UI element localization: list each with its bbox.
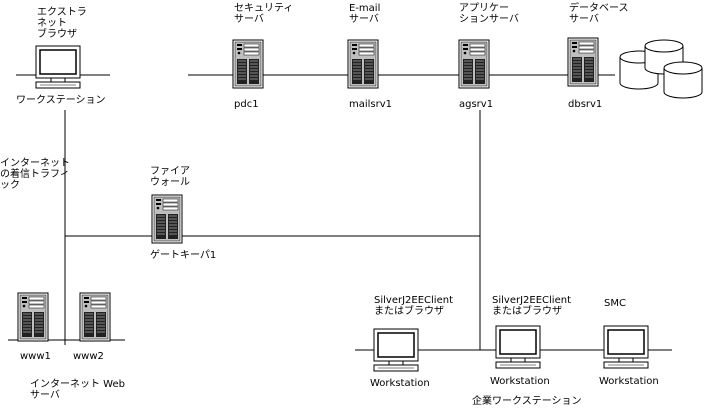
client1-label: Workstation bbox=[370, 378, 430, 389]
firewall-label: ゲートキーパ1 bbox=[150, 249, 216, 261]
mailsrv1-label: mailsrv1 bbox=[349, 99, 392, 110]
server-icon bbox=[79, 292, 111, 342]
mailsrv1-title: E-mail サーバ bbox=[349, 3, 384, 25]
smc-label: Workstation bbox=[599, 376, 659, 387]
enterprise-workstations-caption: 企業ワークステーション bbox=[472, 394, 582, 407]
dbsrv1-title: データベース サーバ bbox=[569, 1, 632, 25]
www1-label: www1 bbox=[20, 351, 51, 362]
database-icon bbox=[663, 61, 703, 99]
web-servers-caption: インターネット Web サーバ bbox=[30, 378, 128, 401]
inbound-traffic-note: インターネット の着信トラフィ ック bbox=[0, 157, 73, 191]
extranet-browser-title: エクストラ ネット ブラウザ bbox=[37, 6, 90, 40]
server-icon bbox=[567, 37, 599, 87]
www2-label: www2 bbox=[73, 351, 104, 362]
firewall-icon bbox=[151, 194, 183, 244]
extranet-browser-label: ワークステーション bbox=[16, 94, 106, 106]
server-icon bbox=[17, 292, 49, 342]
client1-title: SilverJ2EEClient またはブラウザ bbox=[374, 295, 456, 317]
pdc1-title: セキュリティ サーバ bbox=[234, 2, 297, 25]
agsrv1-title: アプリケー ションサーバ bbox=[459, 2, 519, 25]
client2-title: SilverJ2EEClient またはブラウザ bbox=[492, 295, 574, 317]
database-cylinders bbox=[619, 39, 703, 99]
server-icon bbox=[232, 39, 264, 89]
smc-title: SMC bbox=[604, 298, 626, 309]
agsrv1-label: agsrv1 bbox=[459, 99, 493, 110]
workstation-icon bbox=[603, 325, 649, 369]
dbsrv1-label: dbsrv1 bbox=[568, 99, 602, 110]
workstation-icon bbox=[35, 45, 81, 89]
server-icon bbox=[458, 39, 490, 89]
workstation-icon bbox=[495, 325, 541, 369]
server-icon bbox=[347, 39, 379, 89]
pdc1-label: pdc1 bbox=[234, 99, 259, 110]
client2-label: Workstation bbox=[490, 376, 550, 387]
workstation-icon bbox=[373, 328, 419, 372]
firewall-title: ファイア ウォール bbox=[150, 166, 193, 188]
